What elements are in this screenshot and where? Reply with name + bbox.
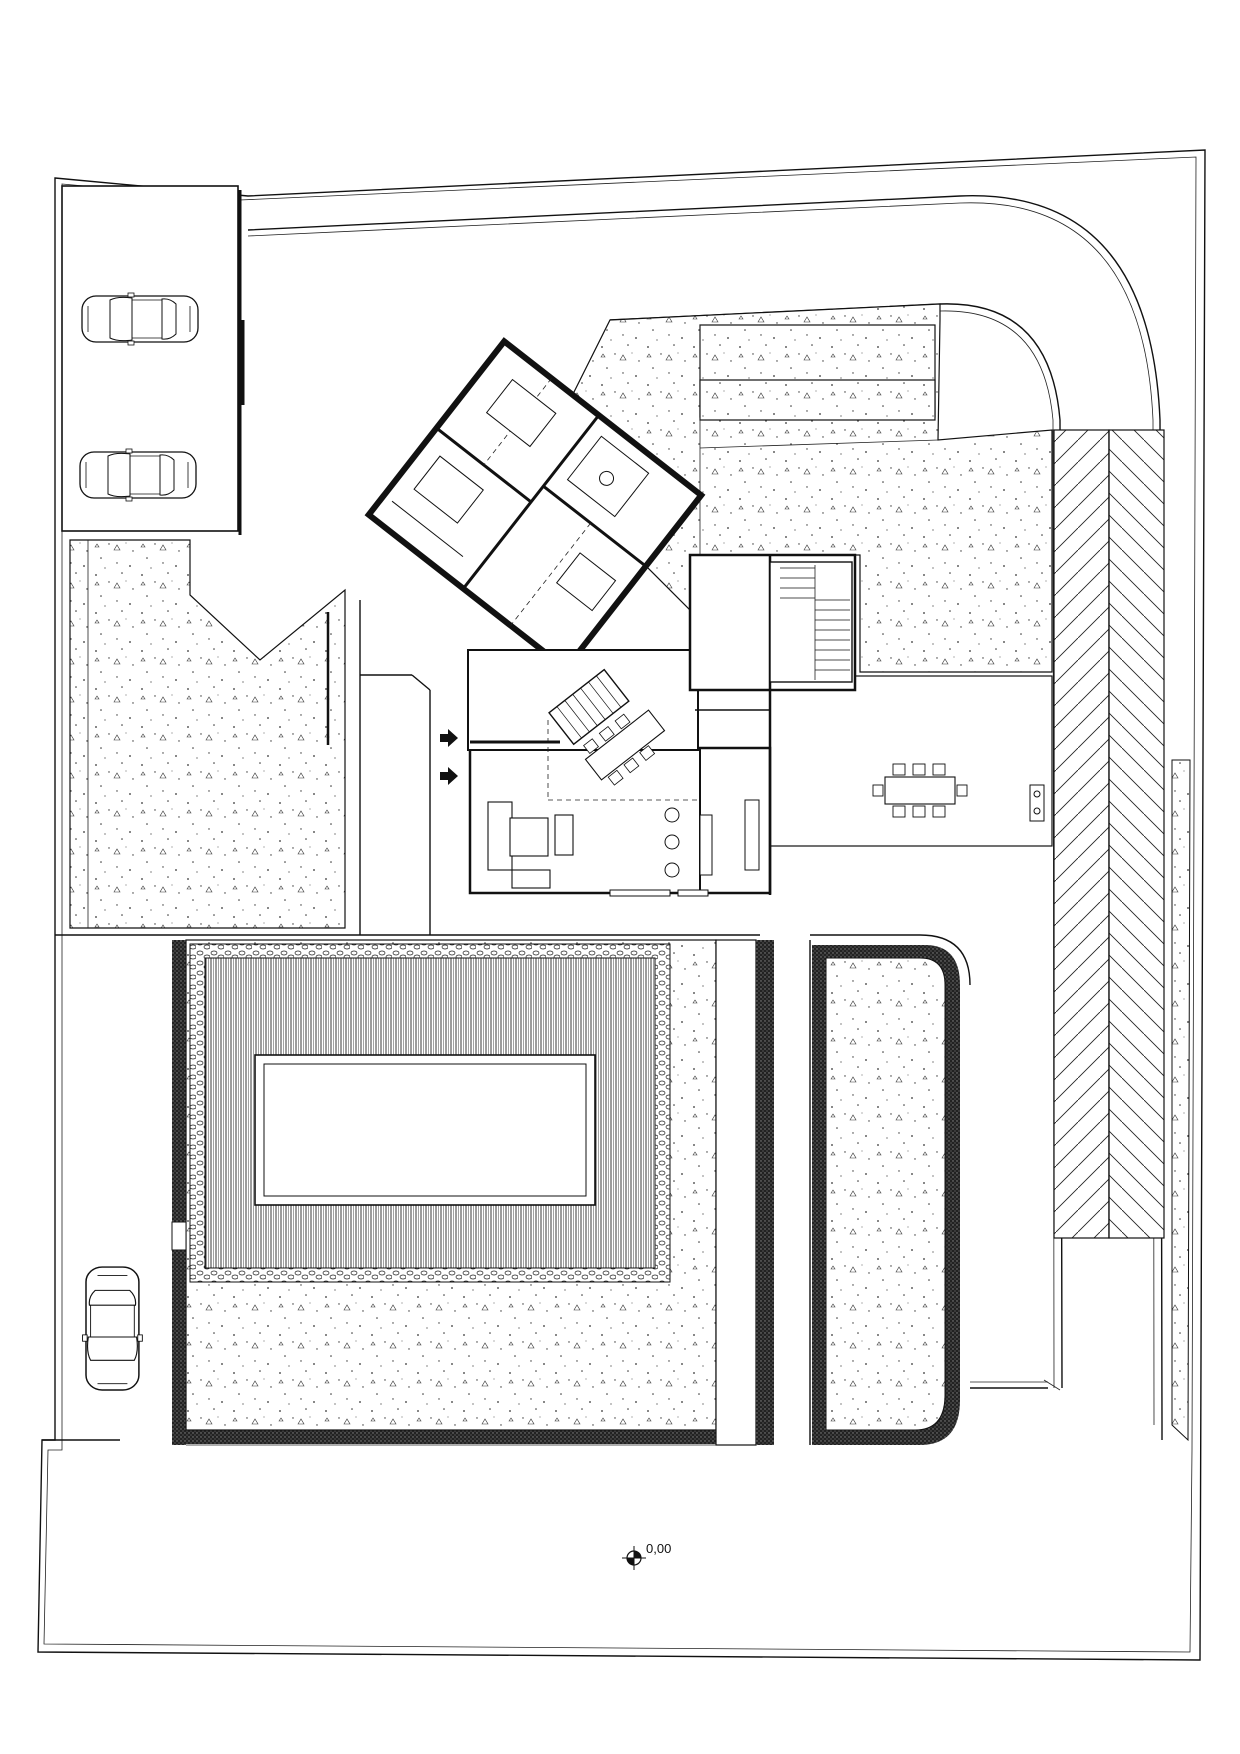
outdoor-dining-table [872, 763, 968, 818]
entrance-arrow-lower [440, 767, 458, 785]
crosshair-level-icon [622, 1546, 646, 1570]
ramp-hatch-left [1053, 429, 1110, 1239]
stair [769, 561, 853, 683]
right-gravel-strip [1171, 759, 1191, 1442]
terrace [769, 675, 1053, 847]
driveway [247, 195, 1163, 1440]
entrance-arrow-upper [440, 729, 458, 747]
inner-stair [548, 668, 630, 746]
pool-zone-hedge [172, 940, 186, 1445]
bedroom-wing [364, 337, 706, 673]
car-symbol-bottom [81, 1266, 144, 1391]
right-garden [825, 957, 946, 1431]
left-garden [69, 539, 346, 929]
car-symbol-middle [79, 448, 197, 502]
sofa [487, 801, 513, 871]
car-symbol-top [81, 292, 199, 346]
dining-table [583, 709, 666, 786]
level-label: 0,00 [646, 1541, 671, 1556]
ramp-hatch-right [1108, 429, 1165, 1239]
